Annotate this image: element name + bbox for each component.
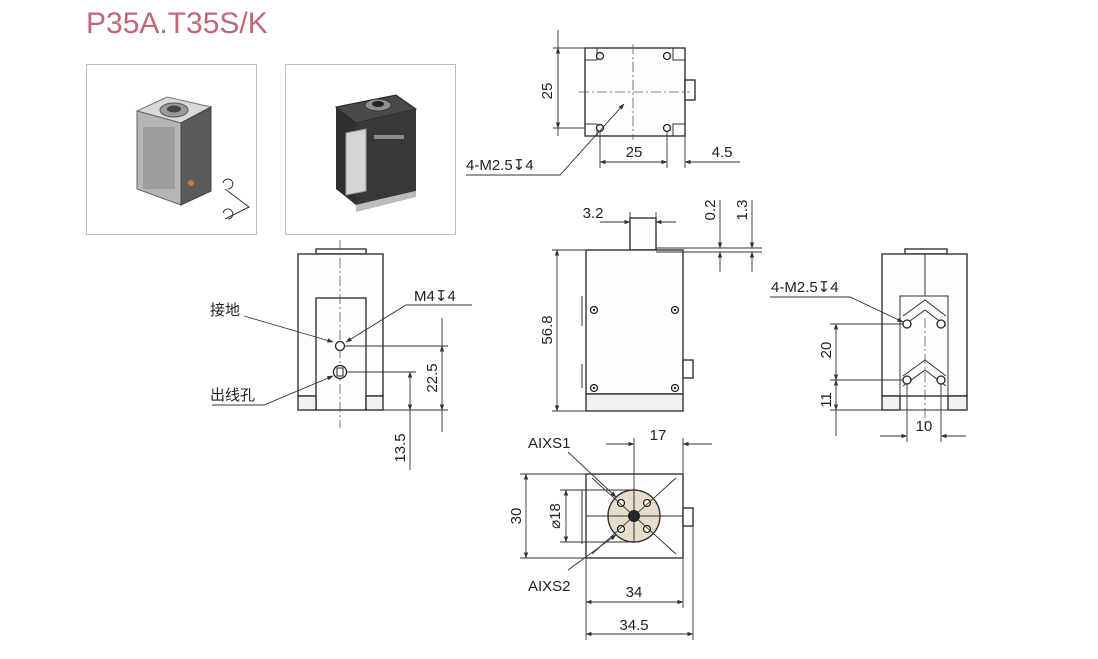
top-view-side-connector	[684, 79, 696, 101]
bottom-view-dim-height: 30	[508, 508, 525, 525]
front-view: 3.2 0.2 1.3 56.8	[539, 200, 762, 412]
left-view-label-outlet: 出线孔	[210, 387, 255, 404]
front-view-base	[585, 393, 684, 412]
page-title: P35A.T35S/K	[86, 7, 268, 40]
top-view-dim-height: 25	[539, 83, 556, 100]
top-view: 25 25 4.5 4-M2.5↧4	[466, 30, 740, 176]
right-view-base-right	[947, 395, 968, 411]
left-view-label-ground: 接地	[210, 302, 240, 319]
left-view-base-right	[365, 395, 384, 411]
bottom-view-dim-width-outer: 34.5	[619, 617, 648, 634]
right-view-dim-width: 10	[916, 418, 933, 435]
right-view-dim-lower: 11	[818, 392, 835, 408]
front-view-body	[585, 249, 684, 395]
left-view-hole-callout: M4↧4	[414, 288, 456, 305]
front-view-dim-gap: 0.2	[702, 200, 719, 221]
right-view-hole-callout: 4-M2.5↧4	[771, 279, 839, 296]
product-photo-frame-2	[285, 64, 456, 235]
top-view-dim-width: 25	[626, 144, 643, 161]
front-view-dim-height: 56.8	[539, 315, 556, 344]
front-view-pin	[629, 217, 657, 251]
bottom-view-side-connector	[682, 507, 694, 527]
bottom-view-dim-top: 17	[650, 427, 667, 444]
top-view-dim-side: 4.5	[712, 144, 733, 161]
left-view-base-left	[297, 395, 317, 411]
front-view-side-connector	[682, 359, 694, 379]
left-view-dim-upper: 22.5	[424, 363, 441, 392]
top-view-hole-callout: 4-M2.5↧4	[466, 157, 534, 174]
right-view-base-left	[881, 395, 901, 411]
stage-photo-1-illustration	[135, 96, 250, 220]
right-view: 20 11 10 4-M2.5↧4	[770, 248, 968, 442]
right-view-top-strip	[904, 248, 948, 255]
bottom-view: 30 ⌀18 17 34 34.5 AIXS1 AIXS2	[508, 427, 712, 640]
bottom-view-dim-dia: ⌀18	[547, 503, 564, 529]
right-view-dim-upper: 20	[818, 342, 835, 359]
front-view-dim-top: 1.3	[734, 200, 751, 221]
bottom-view-label-axis1: AIXS1	[528, 435, 571, 452]
product-photo-frame-1	[86, 64, 257, 235]
bottom-view-dim-width-inner: 34	[626, 584, 643, 601]
left-view-top-strip	[315, 248, 367, 255]
left-view: 22.5 13.5 接地 M4↧4 出线孔	[210, 240, 472, 470]
bottom-view-label-axis2: AIXS2	[528, 578, 571, 595]
left-view-window	[315, 297, 367, 411]
left-view-dim-lower: 13.5	[392, 433, 409, 462]
front-view-dim-pin: 3.2	[583, 205, 604, 222]
stage-photo-2-illustration	[334, 94, 418, 212]
